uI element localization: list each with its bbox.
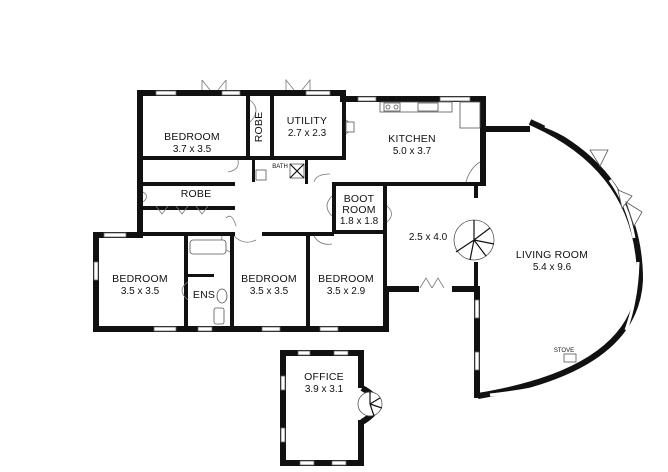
bedroom-1-name: BEDROOM [164, 131, 220, 143]
hall-dim: 2.5 x 4.0 [409, 232, 448, 243]
utility-name: UTILITY [287, 115, 328, 127]
doors [142, 78, 481, 301]
office-dim: 3.9 x 3.1 [305, 384, 344, 395]
stove-icon [563, 353, 577, 363]
bedroom-4-dim: 3.5 x 2.9 [327, 286, 366, 297]
living-room-name: LIVING ROOM [516, 249, 588, 261]
ensuite-name: ENS [193, 289, 215, 301]
bedroom-3-dim: 3.5 x 3.5 [250, 286, 289, 297]
office-name: OFFICE [304, 371, 344, 383]
interior-walls [137, 96, 486, 328]
robe-1-name: ROBE [253, 112, 265, 143]
living-room-dim: 5.4 x 9.6 [533, 262, 572, 273]
outer-walls [93, 90, 530, 398]
living-room-curved-wall [477, 119, 644, 399]
boot-room-name-1: BOOT [344, 193, 375, 205]
kitchen-dim: 5.0 x 3.7 [393, 146, 432, 157]
kitchen-name: KITCHEN [388, 133, 436, 145]
robe-2-name: ROBE [181, 188, 212, 200]
bedroom-4-name: BEDROOM [318, 273, 374, 285]
bath-name: BATH [272, 164, 288, 170]
boot-room-name-2: ROOM [342, 204, 375, 216]
utility-dim: 2.7 x 2.3 [288, 128, 327, 139]
stove-label: STOVE [554, 348, 574, 354]
room-labels: BEDROOM 3.7 x 3.5 ROBE UTILITY 2.7 x 2.3… [112, 112, 588, 395]
windows [93, 90, 480, 371]
bedroom-3-name: BEDROOM [241, 273, 297, 285]
fixtures: STOVE [189, 101, 577, 363]
bedroom-1-dim: 3.7 x 3.5 [173, 144, 212, 155]
office-outbuilding [280, 350, 383, 466]
bedroom-2-name: BEDROOM [112, 273, 168, 285]
bedroom-2-dim: 3.5 x 3.5 [121, 286, 160, 297]
boot-room-dim: 1.8 x 1.8 [340, 216, 379, 227]
living-room-windows [489, 124, 643, 397]
